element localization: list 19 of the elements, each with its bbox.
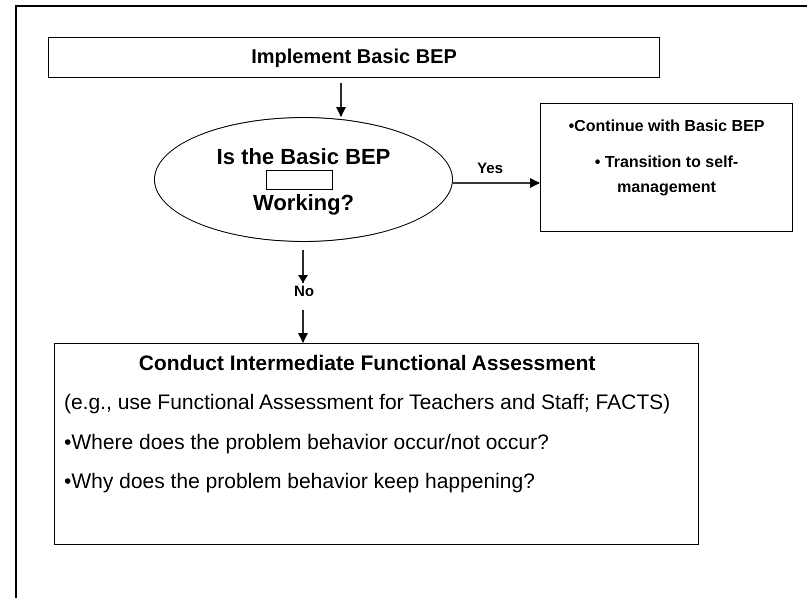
- arrow: [336, 83, 346, 117]
- edge-label: Yes: [476, 161, 504, 176]
- box-title: Implement Basic BEP: [251, 46, 457, 68]
- body-text: •Why does the problem behavior keep happening?: [64, 468, 536, 495]
- arrow: [298, 249, 308, 343]
- empty-box: [266, 170, 333, 190]
- arrow: [453, 178, 540, 188]
- bullet-text: • Transition to self-management: [594, 152, 740, 198]
- edge-label: No: [293, 284, 315, 299]
- decision-ellipse: [154, 117, 453, 242]
- question-text: Is the Basic BEP: [216, 143, 390, 170]
- question-text: Working?: [252, 188, 354, 216]
- bullet-text: •Continue with Basic BEP: [568, 117, 764, 137]
- process-box: [48, 37, 660, 78]
- body-text: (e.g., use Functional Assessment for Teachers and Staff; FACTS): [64, 390, 670, 416]
- process-box: [540, 103, 793, 232]
- process-box: [54, 343, 699, 545]
- body-text: •Where does the problem behavior occur/not occur?: [64, 430, 550, 456]
- box-heading: Conduct Intermediate Functional Assessment: [138, 351, 596, 377]
